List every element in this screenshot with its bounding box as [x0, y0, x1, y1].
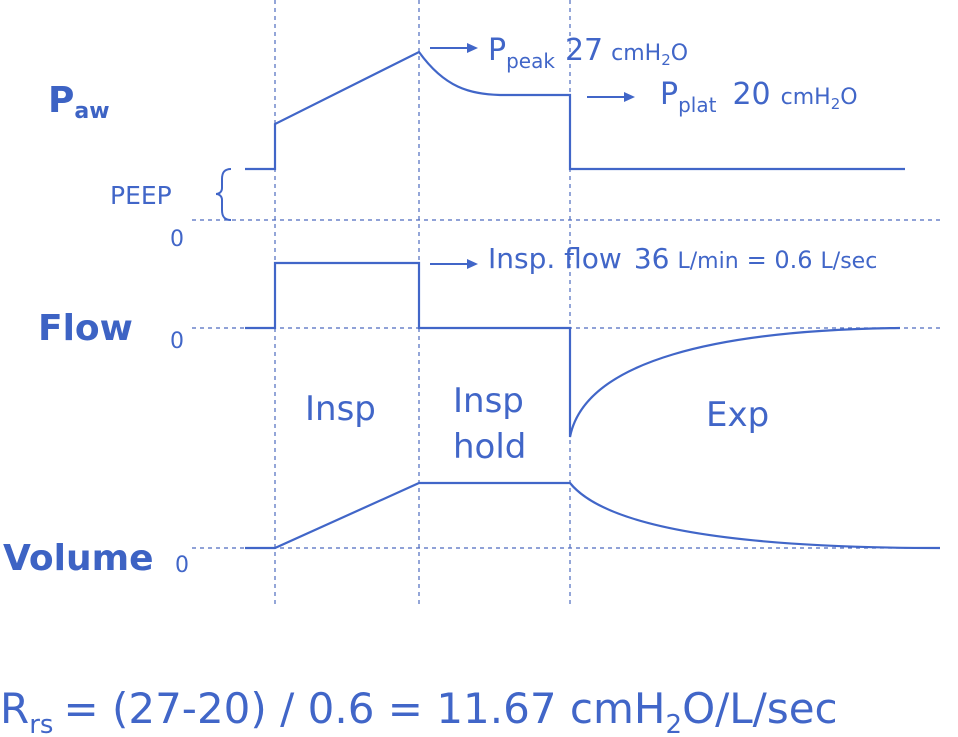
flow-zero-label: 0 — [170, 329, 184, 354]
flow-arrow — [430, 259, 478, 269]
resistance-formula: Rrs= (27-20) / 0.6 = 11.67 cmH2O/L/sec — [0, 684, 838, 737]
volume-waveform — [245, 481, 941, 550]
peep-bracket — [215, 168, 232, 221]
phase-insp-hold-label-line2: hold — [453, 427, 526, 467]
paw-zero-label: 0 — [170, 227, 184, 252]
pplat-arrow — [587, 92, 635, 102]
paw-label: Paw — [48, 80, 110, 124]
peep-label: PEEP — [110, 181, 172, 210]
phase-insp-hold-label-line1: Insp — [453, 381, 524, 421]
flow-waveform — [245, 261, 901, 438]
volume-label: Volume — [3, 538, 154, 579]
flow-label: Flow — [38, 308, 133, 349]
phase-exp-label: Exp — [706, 395, 769, 435]
paw-waveform — [245, 50, 905, 171]
phase-insp-label: Insp — [305, 389, 376, 429]
ppeak-arrow — [430, 43, 478, 53]
volume-zero-label: 0 — [175, 553, 189, 578]
